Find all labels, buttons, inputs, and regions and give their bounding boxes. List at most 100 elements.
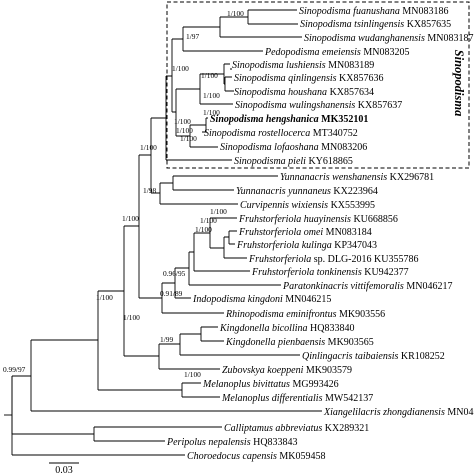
branch-n26: [123, 225, 159, 357]
taxon-label: Sinopodisma pieli KY618865: [234, 156, 353, 167]
taxon-accession: KY618865: [306, 156, 353, 167]
branch-n15: [228, 230, 237, 245]
taxon-accession: KX857637: [355, 100, 402, 111]
branch-n2: [219, 16, 302, 38]
support-value: 0.99/97: [3, 365, 26, 374]
taxon-name: Sinopodisma tsinlingensis: [300, 19, 404, 30]
taxon-label: Melanoplus differentialis MW542137: [221, 393, 373, 404]
taxon-label: Sinopodisma qinlingensis KX857636: [234, 73, 383, 84]
taxon-accession: MN046217: [404, 281, 453, 292]
taxon-accession: KU668856: [351, 214, 398, 225]
support-value: 0.96/95: [163, 269, 186, 278]
branch-n31: [11, 375, 94, 435]
taxon-accession: KX857634: [327, 87, 374, 98]
taxon-accession: HQ833840: [308, 323, 355, 334]
taxon-label: Sinopodisma lushiensis MN083189: [232, 60, 374, 71]
taxon-name: Fruhstorferiola huayinensis: [238, 214, 351, 225]
taxon-accession: KU355786: [372, 254, 419, 265]
taxon-name: Xiangelilacris zhongdianensis: [323, 407, 445, 418]
taxon-accession: KP347043: [332, 240, 377, 251]
taxon-name: Sinopodisma wulingshanensis: [235, 100, 355, 111]
taxon-accession: KX553995: [328, 200, 375, 211]
taxon-accession: MN083184: [323, 227, 372, 238]
taxon-name: Fruhstorferiola omei: [238, 227, 323, 238]
taxon-label: Sinopodisma houshana KX857634: [234, 87, 374, 98]
branch-n19: [188, 251, 281, 286]
support-value: 1/100: [195, 225, 212, 234]
tree-branches: [4, 9, 322, 456]
taxon-name: Calliptamus abbreviatus: [224, 423, 322, 434]
taxon-name: Melanoplus differentialis: [221, 393, 323, 404]
taxon-name: Zubovskya koeppeni: [222, 365, 304, 376]
support-value: 1/98: [143, 186, 156, 195]
taxon-name: Melanoplus bivittatus: [202, 379, 290, 390]
taxon-label: Sinopodisma tsinlingensis KX857635: [300, 19, 451, 30]
taxon-label: Choroedocus capensis MK059458: [187, 451, 326, 462]
taxon-label: Sinopodisma hengshanica MK352101: [210, 114, 368, 125]
taxon-accession: MK059458: [277, 451, 326, 462]
taxon-name: Sinopodisma lushiensis: [232, 60, 326, 71]
taxon-accession: MN083206: [319, 142, 368, 153]
taxon-name: Sinopodisma rostellocerca: [204, 128, 310, 139]
branch-n24: [179, 333, 300, 356]
support-value: 1/100: [210, 207, 227, 216]
taxon-label: Peripolus nepalensis HQ833843: [166, 437, 298, 448]
taxon-label: Melanoplus bivittatus MG993426: [202, 379, 339, 390]
taxon-label: Fruhstorferiola omei MN083184: [238, 227, 372, 238]
branch-n9: [175, 88, 200, 137]
taxon-label: Indopodisma kingdoni MN046215: [192, 294, 331, 305]
taxon-accession: MN083189: [326, 60, 375, 71]
taxon-label: Sinopodisma wudanghanensis MN083187: [304, 33, 473, 44]
taxon-name: Rhinopodisma eminifrontus: [225, 309, 337, 320]
taxon-label: Xiangelilacris zhongdianensis MN046220: [323, 407, 474, 418]
taxon-accession: KX857636: [337, 73, 384, 84]
taxon-label: Sinopodisma lofaoshana MN083206: [220, 142, 367, 153]
branch-n10: [171, 38, 183, 113]
taxon-label: Fruhstorferiola huayinensis KU668856: [238, 214, 398, 225]
taxon-label: Sinopodisma wulingshanensis KX857637: [235, 100, 402, 111]
support-value: 1/100: [122, 214, 139, 223]
taxon-accession: KX296781: [387, 172, 434, 183]
taxon-accession: MW542137: [322, 393, 373, 404]
support-value: 1/100: [140, 143, 157, 152]
taxon-accession: KX223964: [331, 186, 378, 197]
branch-n13: [159, 182, 238, 205]
taxon-accession: MK352101: [319, 114, 369, 125]
taxon-accession: MN083186: [400, 6, 449, 17]
branch-n28: [97, 290, 182, 391]
taxon-label: Curvipennis wixiensis KX553995: [240, 200, 375, 211]
taxon-name: Sinopodisma fuanushana: [299, 6, 400, 17]
taxon-label: Fruhstorferiola kulinga KP347043: [236, 240, 377, 251]
taxon-name: Indopodisma kingdoni: [192, 294, 283, 305]
taxon-label: Sinopodisma rostellocerca MT340752: [204, 128, 358, 139]
branch-n4: [224, 76, 232, 92]
taxon-name: Yunnanacris wenshanensis: [280, 172, 387, 183]
branch-n16: [223, 236, 247, 259]
support-value: 1/100: [227, 9, 244, 18]
support-value: 1/100: [201, 71, 218, 80]
support-value: 1/100: [174, 117, 191, 126]
taxon-name: Fruhstorferiola tonkinensis: [251, 267, 362, 278]
support-value: 1/100: [172, 64, 189, 73]
branch-yunnan-tips: [173, 175, 278, 191]
branch-n14: [150, 117, 166, 194]
support-labels: 1/1001/971/1001/1001/1001/1001/1001/1001…: [3, 9, 244, 379]
branch-n29: [30, 339, 322, 412]
taxon-name: Sinopodisma hengshanica: [210, 114, 319, 125]
taxon-accession: KX857635: [404, 19, 451, 30]
taxon-name: Sinopodisma pieli: [234, 156, 306, 167]
support-value: 1/100: [96, 293, 113, 302]
taxon-accession: MN046215: [283, 294, 332, 305]
branch-root: [11, 376, 185, 456]
support-value: 1/97: [186, 32, 199, 41]
taxon-name: Fruhstorferiola: [248, 254, 311, 265]
support-value: 1/100: [203, 108, 220, 117]
branch-n25: [158, 343, 220, 370]
support-value: 1/100: [200, 216, 217, 225]
branch-n1: [247, 9, 298, 25]
clade-label: Sinopodisma: [452, 50, 466, 117]
taxon-name: Fruhstorferiola kulinga: [236, 240, 332, 251]
taxon-accession: MN046220: [445, 407, 474, 418]
